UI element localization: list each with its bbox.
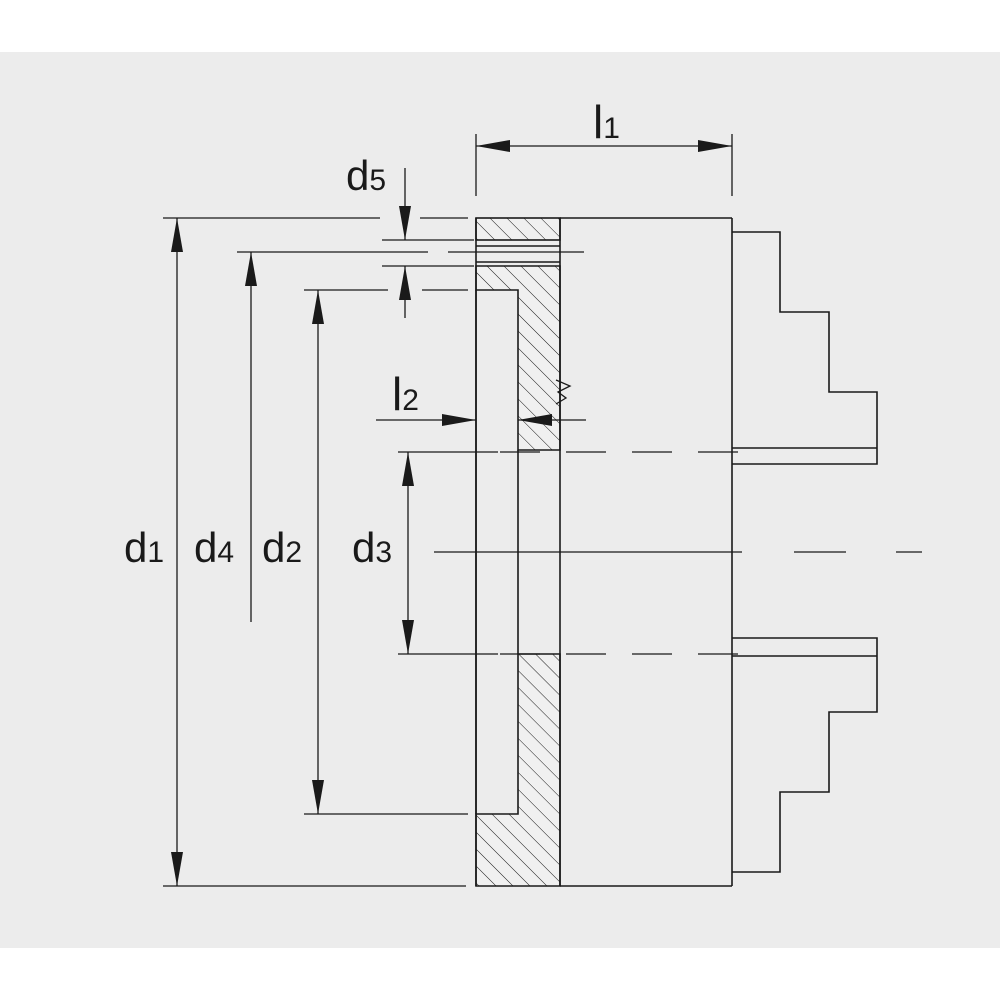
dim-d4: [245, 252, 257, 622]
dim-d3: [402, 452, 414, 654]
center-lines: [434, 451, 922, 655]
lower-jaw: [732, 637, 878, 873]
label-d2: d2: [262, 524, 302, 571]
dim-l1: [476, 140, 732, 152]
label-d1: d1: [124, 524, 164, 571]
dim-d5: [399, 168, 411, 318]
upper-jaw: [732, 231, 878, 465]
drawing-panel: [0, 52, 1000, 948]
label-d4: d4: [194, 524, 234, 571]
label-d5: d5: [346, 152, 386, 199]
label-l2: l2: [392, 368, 419, 420]
dim-d2: [312, 290, 324, 814]
label-d3: d3: [352, 524, 392, 571]
dim-l2: [376, 414, 586, 426]
dim-d1: [171, 218, 183, 886]
label-l1: l1: [593, 96, 620, 148]
extension-lines: [163, 134, 733, 887]
